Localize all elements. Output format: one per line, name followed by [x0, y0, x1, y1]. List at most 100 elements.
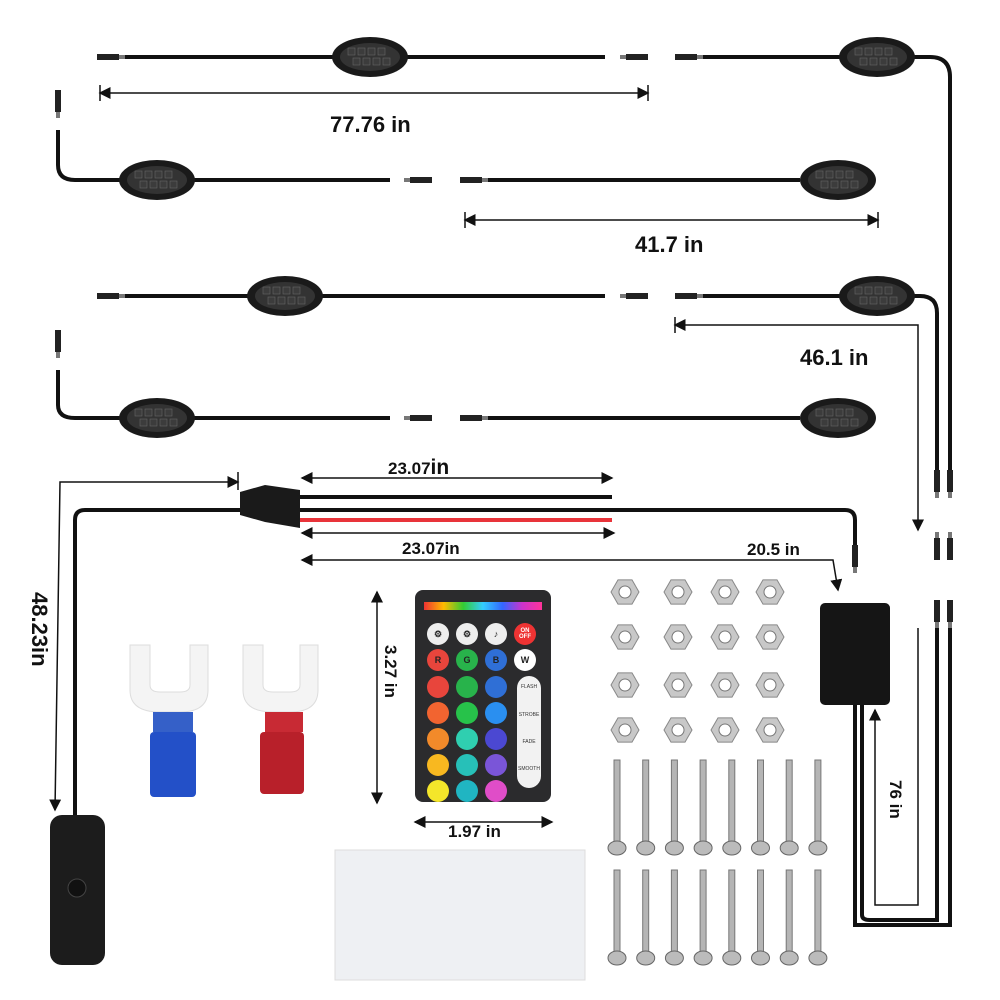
- nut-hole: [671, 678, 685, 692]
- color-button[interactable]: [427, 702, 449, 724]
- screw-head: [607, 950, 627, 966]
- strobe-button[interactable]: STROBE: [518, 712, 540, 718]
- nut-hole: [718, 678, 732, 692]
- dim-20-5: 20.5 in: [747, 540, 800, 559]
- controller-box: [820, 603, 890, 705]
- color-button[interactable]: [485, 676, 507, 698]
- nut-hole: [718, 630, 732, 644]
- color-button[interactable]: [427, 676, 449, 698]
- nut-hole: [671, 723, 685, 737]
- screw-head: [636, 840, 656, 856]
- screw-head: [779, 950, 799, 966]
- screw-head: [607, 840, 627, 856]
- screw-head: [751, 840, 770, 856]
- color-button[interactable]: [427, 754, 449, 776]
- dimension-lines: [49, 85, 924, 906]
- nut-hole: [618, 585, 632, 599]
- color-button[interactable]: [456, 702, 478, 724]
- dim-77-76: 77.76 in: [330, 112, 411, 137]
- screw-head: [636, 950, 656, 966]
- connector-plugs: [55, 54, 953, 628]
- rock-light-pods: [118, 36, 916, 439]
- flash-button[interactable]: FLASH: [520, 684, 538, 690]
- dim-41-7: 41.7 in: [635, 232, 704, 257]
- dim-1-97: 1.97 in: [448, 822, 501, 841]
- color-button[interactable]: [485, 728, 507, 750]
- dim-48-23: 48.23in: [27, 592, 52, 667]
- screw-shaft: [642, 869, 650, 953]
- screw-shaft: [757, 759, 764, 843]
- color-button[interactable]: [456, 780, 478, 802]
- screw-shaft: [785, 869, 793, 953]
- b-button[interactable]: B: [485, 649, 507, 671]
- screw-head: [808, 950, 828, 966]
- screw-shaft: [699, 759, 707, 843]
- screw-head: [664, 950, 684, 966]
- dim-76: 76 in: [886, 780, 905, 819]
- screw-head: [808, 840, 828, 856]
- screw-shaft: [613, 759, 621, 843]
- screw-shaft: [670, 869, 678, 953]
- nut-hole: [671, 630, 685, 644]
- music-icon[interactable]: ♪: [485, 623, 507, 645]
- screw-head: [693, 950, 713, 966]
- color-button[interactable]: [485, 780, 507, 802]
- brightness-down-icon[interactable]: ⚙: [456, 623, 478, 645]
- nut-hole: [763, 678, 777, 692]
- fade-button[interactable]: FADE: [522, 739, 536, 745]
- fork-terminal-blue: [129, 644, 209, 797]
- screw-shaft: [670, 759, 678, 843]
- dim-46-1: 46.1 in: [800, 345, 869, 370]
- screw-head: [693, 840, 713, 856]
- screw-shaft: [642, 759, 650, 843]
- screw-shaft: [814, 869, 822, 953]
- dim-value: 23.07: [388, 459, 431, 478]
- nut-hole: [763, 630, 777, 644]
- screw-head: [751, 950, 770, 966]
- nut-hole: [763, 723, 777, 737]
- g-button[interactable]: G: [456, 649, 478, 671]
- nut-hole: [718, 585, 732, 599]
- nut-hole: [618, 723, 632, 737]
- nut-hole: [618, 678, 632, 692]
- dim-unit: in: [430, 456, 450, 479]
- color-button[interactable]: [456, 754, 478, 776]
- screw-head: [664, 840, 684, 856]
- screw-shaft: [728, 759, 736, 843]
- on-off-button[interactable]: ON OFF: [514, 623, 536, 645]
- adhesive-pad: [334, 849, 586, 981]
- nut-hole: [718, 723, 732, 737]
- remote-control: ⚙ ⚙ ♪ ON OFF R G B W FLASH STROBE FADE S…: [415, 590, 551, 802]
- hex-nuts: [610, 579, 785, 743]
- screw-head: [722, 840, 742, 856]
- screw-head: [722, 950, 742, 966]
- screw-shaft: [785, 759, 793, 843]
- dim-23-07-top: 23.07in: [388, 456, 449, 480]
- brightness-up-icon[interactable]: ⚙: [427, 623, 449, 645]
- rainbow-strip: [424, 602, 542, 610]
- screw-head: [779, 840, 799, 856]
- wire-splitter: [240, 485, 300, 528]
- dim-3-27: 3.27 in: [381, 645, 400, 698]
- color-button[interactable]: [485, 702, 507, 724]
- screw-shaft: [757, 869, 764, 953]
- color-button[interactable]: [456, 728, 478, 750]
- screw-shaft: [728, 869, 736, 953]
- smooth-button[interactable]: SMOOTH: [518, 766, 540, 772]
- dim-23-07-bottom: 23.07in: [402, 539, 460, 558]
- fork-terminal-red: [242, 644, 319, 794]
- nut-hole: [671, 585, 685, 599]
- screw-shaft: [613, 869, 621, 953]
- nut-hole: [763, 585, 777, 599]
- color-button[interactable]: [427, 780, 449, 802]
- color-button[interactable]: [427, 728, 449, 750]
- nut-hole: [618, 630, 632, 644]
- w-button[interactable]: W: [514, 649, 536, 671]
- screw-shaft: [699, 869, 707, 953]
- mode-buttons: FLASH STROBE FADE SMOOTH: [517, 676, 541, 788]
- color-button[interactable]: [485, 754, 507, 776]
- color-button[interactable]: [456, 676, 478, 698]
- r-button[interactable]: R: [427, 649, 449, 671]
